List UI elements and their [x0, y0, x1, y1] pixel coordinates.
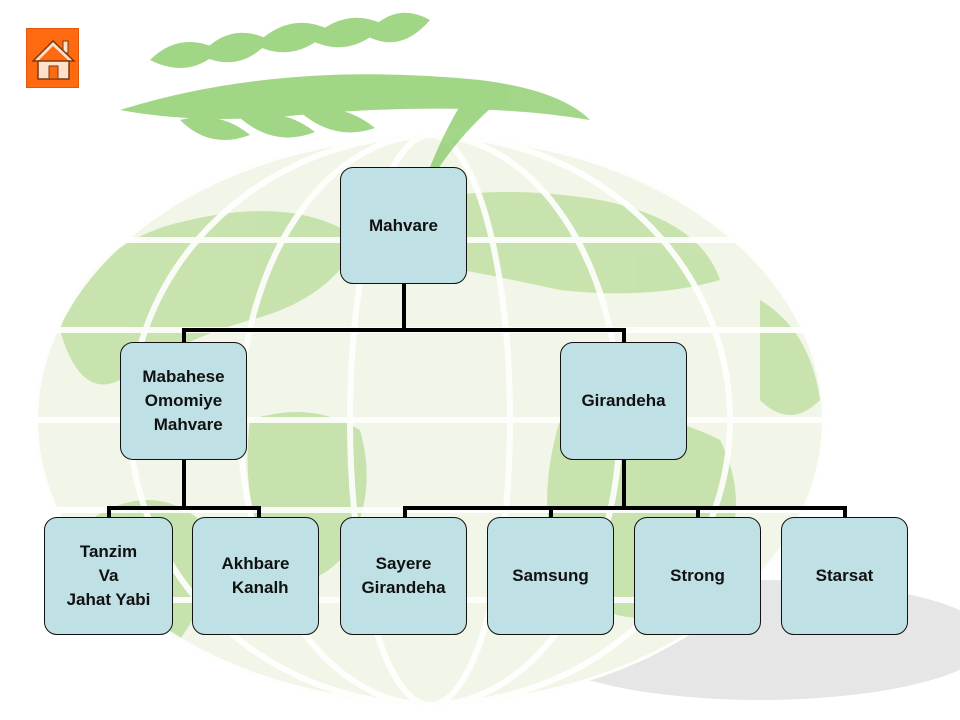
- node-sayere-girandeha: Sayere Girandeha: [340, 517, 467, 635]
- node-label: Samsung: [512, 566, 589, 586]
- node-akhbare-kanalh: Akhbare Kanalh: [192, 517, 319, 635]
- root-node-label: Mahvare: [369, 215, 438, 235]
- node-starsat: Starsat: [781, 517, 908, 635]
- root-node: Mahvare: [340, 167, 467, 284]
- node-label: Akhbare Kanalh: [221, 554, 290, 597]
- node-label: Mabahese Omomiye Mahvare: [142, 367, 225, 434]
- node-tanzim-va-jahat-yabi: Tanzim Va Jahat Yabi: [44, 517, 173, 635]
- home-button[interactable]: [26, 28, 79, 88]
- node-strong: Strong: [634, 517, 761, 635]
- node-label: Strong: [670, 566, 725, 586]
- node-label: Sayere Girandeha: [361, 554, 446, 597]
- node-label: Girandeha: [581, 391, 666, 411]
- node-mabahese-omomiye-mahvare: Mabahese Omomiye Mahvare: [120, 342, 247, 460]
- node-girandeha: Girandeha: [560, 342, 687, 460]
- node-samsung: Samsung: [487, 517, 614, 635]
- node-label: Starsat: [815, 566, 874, 586]
- node-label: Tanzim Va Jahat Yabi: [66, 542, 151, 609]
- home-icon: [31, 39, 76, 80]
